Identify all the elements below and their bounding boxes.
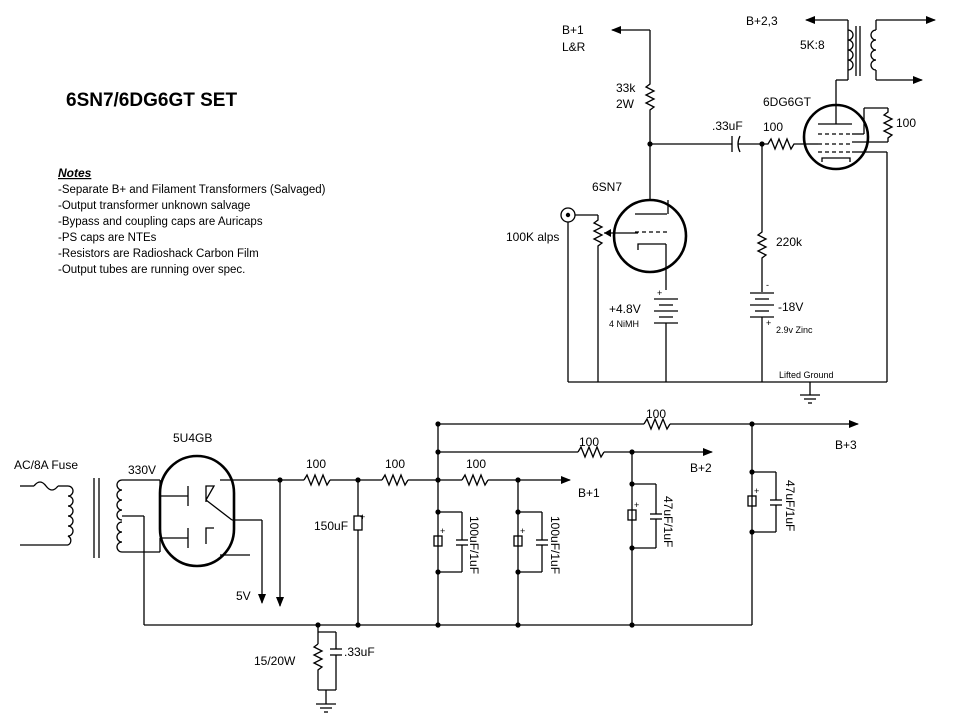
psu-c1-label: 150uF (314, 519, 348, 533)
svg-text:-: - (766, 280, 769, 290)
psu-resistor-r2 (381, 473, 409, 487)
psu-out2-label: B+2 (690, 461, 712, 475)
plate-resistor-33k (644, 80, 656, 144)
psu-r2-label: 100 (385, 457, 405, 471)
input-tube-label: 6SN7 (592, 180, 622, 194)
grid-leak-resistor-220k (756, 228, 768, 292)
psu-c4-label: 47uF/1uF (661, 496, 675, 547)
psu-out3-label: B+3 (835, 438, 857, 452)
secondary-volt-label: 330V (128, 463, 156, 477)
note-line: -Bypass and coupling caps are Auricaps (58, 216, 263, 228)
svg-text:+: + (634, 500, 639, 510)
fuse-icon (33, 481, 59, 491)
grid-stopper-resistor (762, 137, 810, 151)
output-transformer (847, 29, 854, 71)
svg-text:+: + (657, 288, 662, 298)
amplifier-stage: B+1 L&R 33k 2W .33uF 100 220k - + -18V 2 (506, 14, 936, 404)
psu-r3-label: 100 (466, 457, 486, 471)
psu-capacitor-c5 (747, 495, 757, 507)
note-line: -Separate B+ and Filament Transformers (… (58, 184, 326, 196)
rectifier-label: 5U4GB (173, 431, 212, 445)
note-line: -PS caps are NTEs (58, 232, 157, 244)
lifted-ground-label: Lifted Ground (779, 370, 834, 380)
volume-potentiometer (592, 215, 604, 382)
grid-res-label: 220k (776, 235, 803, 249)
ground-lift-resistor (312, 643, 324, 690)
cathode-batt-type-label: 4 NiMH (609, 319, 639, 329)
svg-text:+: + (520, 526, 525, 536)
plate-res-watt-label: 2W (616, 97, 635, 111)
psu-capacitor-c2 (433, 535, 443, 547)
rectifier-tube-5u4gb (158, 454, 236, 568)
schematic-title: 6SN7/6DG6GT SET (66, 90, 237, 111)
ot-imp-label: 5K:8 (800, 38, 825, 52)
fil-5v-label: 5V (236, 589, 251, 603)
psu-r1-label: 100 (306, 457, 326, 471)
psu-resistor-r5 (643, 417, 671, 431)
fuse-label: AC/8A Fuse (14, 458, 78, 472)
gnd-res-label: 15/20W (254, 654, 296, 668)
cathode-batt-label: +4.8V (609, 302, 641, 316)
psu-out1-label: B+1 (578, 486, 600, 500)
plate-res-label: 33k (616, 81, 636, 95)
psu-c3-label: 100uF/1uF (548, 516, 562, 574)
note-line: -Output tubes are running over spec. (58, 264, 245, 276)
gnd-cap-label: .33uF (344, 645, 375, 659)
power-supply: AC/8A Fuse 330V 5U4GB 5V (14, 407, 859, 713)
output-tube-label: 6DG6GT (763, 95, 812, 109)
grid-stop-label: 100 (763, 120, 783, 134)
bplus1-sub-label: L&R (562, 40, 586, 54)
psu-resistor-r1 (303, 473, 331, 487)
psu-r5-label: 100 (646, 407, 666, 421)
psu-resistor-r4 (577, 445, 605, 459)
psu-resistor-r3 (461, 473, 489, 487)
bias-batt-label: -18V (778, 300, 803, 314)
psu-capacitor-c3 (513, 535, 523, 547)
input-tube-6sn7 (612, 198, 688, 274)
screen-res-label: 100 (896, 116, 916, 130)
bplus1-label: B+1 (562, 23, 584, 37)
svg-text:+: + (440, 526, 445, 536)
notes-heading: Notes (58, 166, 92, 180)
psu-r4-label: 100 (579, 435, 599, 449)
psu-capacitor-c4 (627, 509, 637, 521)
psu-c2-label: 100uF/1uF (467, 516, 481, 574)
note-line: -Output transformer unknown salvage (58, 200, 250, 212)
pot-label: 100K alps (506, 230, 559, 244)
svg-text:+: + (754, 486, 759, 496)
psu-c5-label: 47uF/1uF (783, 480, 797, 531)
power-transformer (67, 485, 74, 546)
svg-text:+: + (766, 318, 771, 328)
coupling-cap-label: .33uF (712, 119, 743, 133)
screen-resistor (882, 108, 894, 142)
svg-text:+: + (360, 512, 365, 522)
note-line: -Resistors are Radioshack Carbon Film (58, 248, 259, 260)
bplus23-label: B+2,3 (746, 14, 778, 28)
bias-batt-type-label: 2.9v Zinc (776, 325, 813, 335)
